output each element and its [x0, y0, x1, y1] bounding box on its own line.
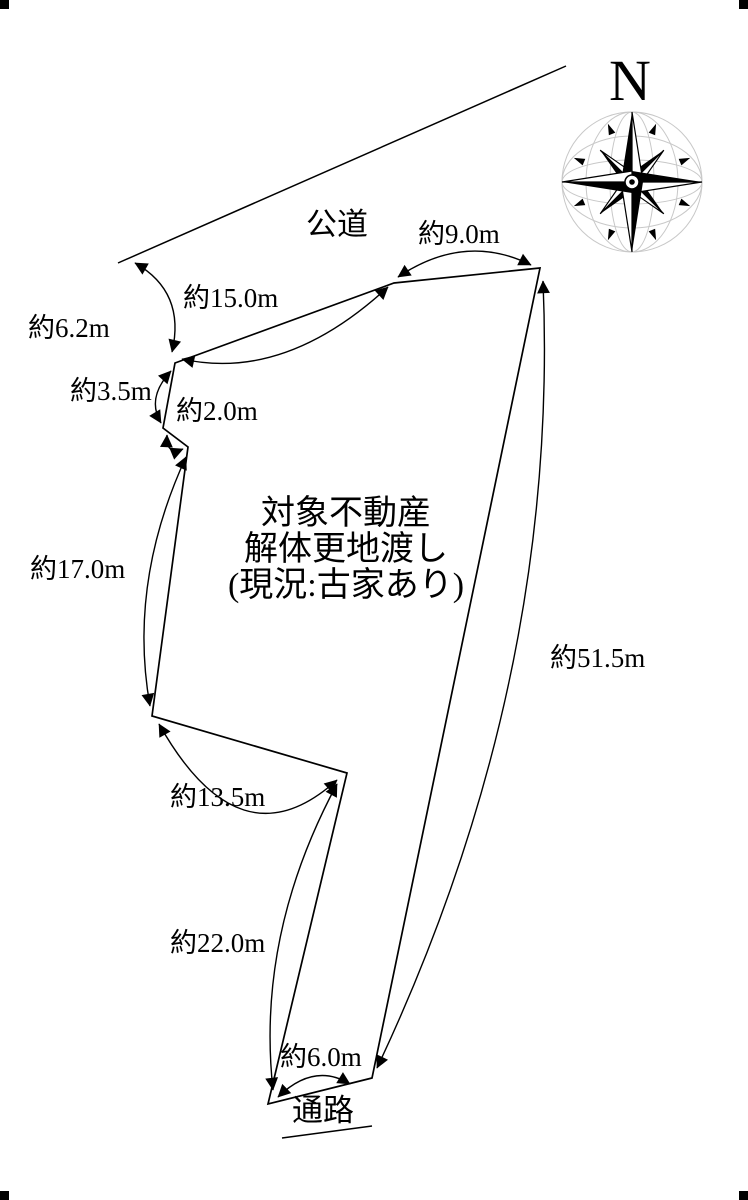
- north-label: N: [609, 48, 651, 113]
- dim-arrow-22-0m: [265, 783, 338, 1091]
- dim-arrow-9-0m: [397, 250, 532, 278]
- dim-label-9-0m: 約9.0m: [418, 219, 500, 249]
- dim-label-3-5m: 約3.5m: [70, 376, 152, 406]
- compass-rose-icon: [561, 111, 703, 253]
- dim-label-17-0m: 約17.0m: [30, 554, 125, 584]
- property-title-line2: 解体更地渡し: [244, 530, 448, 568]
- passage-underline: [281, 1125, 373, 1139]
- road-label: 公道: [306, 207, 368, 242]
- dim-label-6-2m: 約6.2m: [28, 313, 110, 343]
- dim-label-2-0m: 約2.0m: [176, 396, 258, 426]
- property-title-line1: 対象不動産: [261, 494, 431, 532]
- dim-label-22-0m: 約22.0m: [170, 928, 265, 958]
- dim-label-15-0m: 約15.0m: [183, 283, 278, 313]
- property-title: 対象不動産 解体更地渡し (現況:古家あり): [228, 494, 464, 604]
- dim-arrow-2-0m: [160, 434, 184, 460]
- dimension-labels: 約6.2m 約15.0m 約9.0m 約3.5m 約2.0m 約17.0m 約5…: [28, 219, 645, 1072]
- dim-label-6-0m: 約6.0m: [280, 1042, 362, 1072]
- dim-label-51-5m: 約51.5m: [550, 643, 645, 673]
- compass-center-dot: [629, 179, 635, 185]
- dim-arrow-17-0m: [141, 456, 187, 707]
- dim-arrow-3-5m: [149, 370, 172, 424]
- dim-arrow-51-5m: [376, 280, 550, 1069]
- property-title-line3: (現況:古家あり): [228, 566, 464, 604]
- dim-label-13-5m: 約13.5m: [170, 782, 265, 812]
- passage-label: 通路: [292, 1093, 354, 1128]
- parcel-outline: [151, 267, 542, 1106]
- dim-arrow-6-0m: [277, 1072, 351, 1098]
- dim-arrow-6-2m: [134, 262, 182, 353]
- dimension-arrows: [134, 250, 550, 1098]
- road-line: [117, 65, 567, 264]
- dim-arrow-15-0m: [181, 286, 389, 368]
